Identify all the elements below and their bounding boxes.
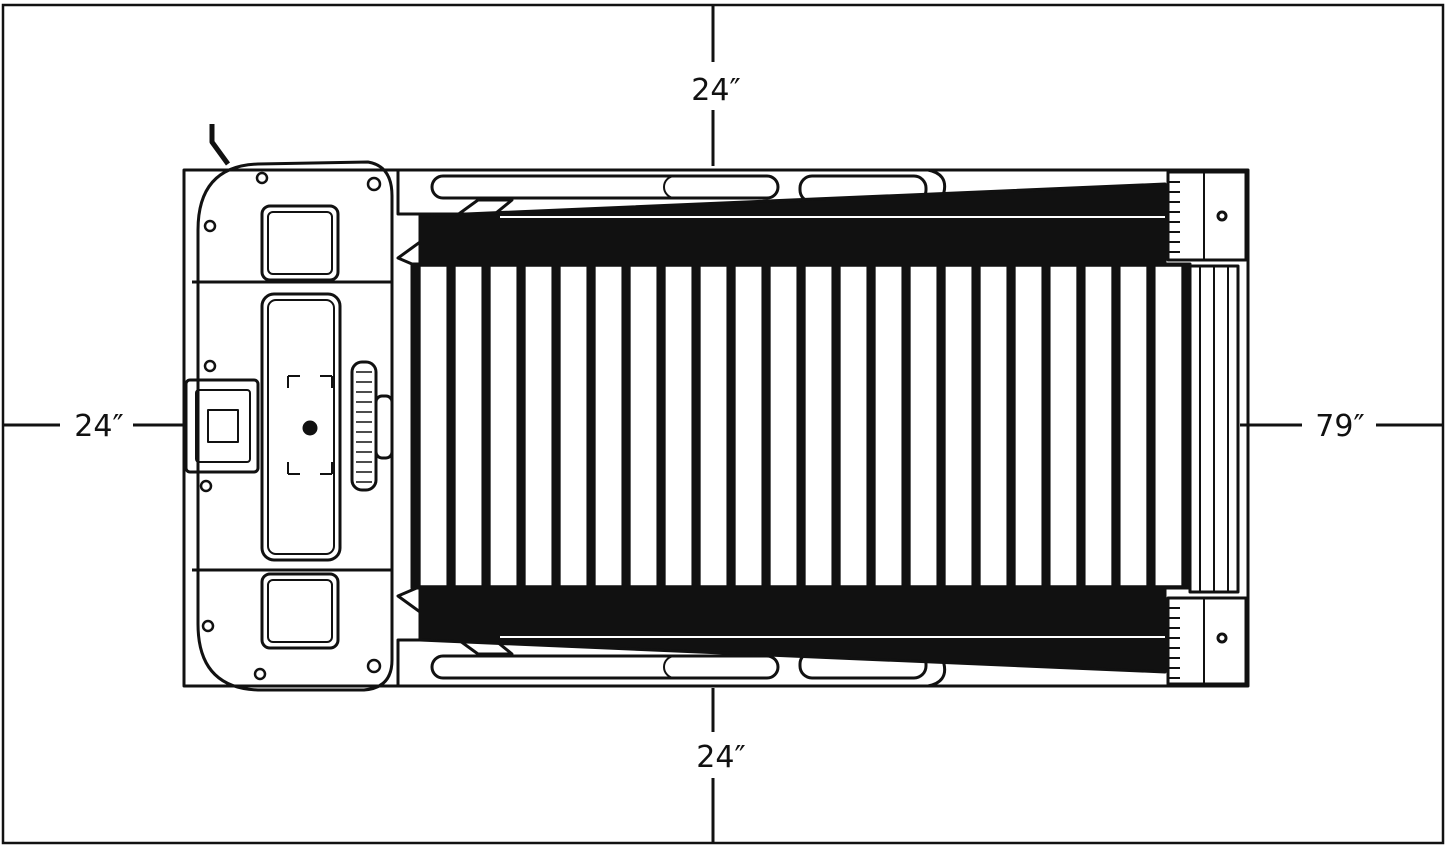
belt-slat [805, 266, 832, 586]
handle-grip-bottom [432, 656, 778, 678]
corner-pad-bottom [262, 574, 338, 648]
safety-key-slot [208, 410, 238, 442]
roller-ridges [356, 372, 372, 482]
belt-slat [770, 266, 797, 586]
bottom-clearance-label: 24″ [696, 740, 745, 775]
belt-slat [910, 266, 937, 586]
belt-slat [595, 266, 622, 586]
left-clearance-label: 24″ [74, 409, 123, 444]
rear-cap-bottom [1168, 598, 1246, 684]
belt-slat [700, 266, 727, 586]
rear-cap-bottom-ridges [1168, 608, 1180, 678]
belt-slat [1015, 266, 1042, 586]
deck-side-bottom [420, 588, 1165, 672]
corner-pad-bottom-inner [268, 580, 332, 642]
belt-slat [1120, 266, 1147, 586]
belt-slat [665, 266, 692, 586]
console-panel-inner [268, 300, 334, 554]
console-panel [262, 294, 340, 560]
belt-slat [490, 266, 517, 586]
corner-pad-top-inner [268, 212, 332, 274]
belt-slat [875, 266, 902, 586]
power-cord-icon [212, 124, 228, 164]
belt-slat [945, 266, 972, 586]
belt-slat [1085, 266, 1112, 586]
top-clearance-label: 24″ [691, 73, 740, 108]
rear-cap-top-ridges [1168, 182, 1180, 252]
logo-icon [304, 422, 316, 434]
treadmill-top-view [184, 124, 1248, 690]
belt-slat [840, 266, 867, 586]
rear-cap-top-screw [1218, 212, 1226, 220]
belt-slat [525, 266, 552, 586]
belt-slat [630, 266, 657, 586]
belt-slat [560, 266, 587, 586]
motor-hood [198, 162, 392, 690]
belt-slat [1155, 266, 1182, 586]
control-knob [376, 396, 392, 458]
handle-grip-top-segment [664, 176, 778, 198]
rear-cap-bottom-screw [1218, 634, 1226, 642]
belt-slat [1050, 266, 1077, 586]
safety-key-icon [196, 390, 250, 462]
corner-pad-top [262, 206, 338, 280]
rear-cap-top [1168, 172, 1246, 260]
deck-side-top [420, 184, 1165, 264]
control-roller [352, 362, 376, 490]
belt-slat [980, 266, 1007, 586]
belt-slat [735, 266, 762, 586]
handle-grip-top [432, 176, 778, 198]
belt-slat [420, 266, 447, 586]
handle-grip-bottom-segment [664, 656, 778, 678]
belt-slat [455, 266, 482, 586]
right-clearance-label: 79″ [1315, 409, 1364, 444]
